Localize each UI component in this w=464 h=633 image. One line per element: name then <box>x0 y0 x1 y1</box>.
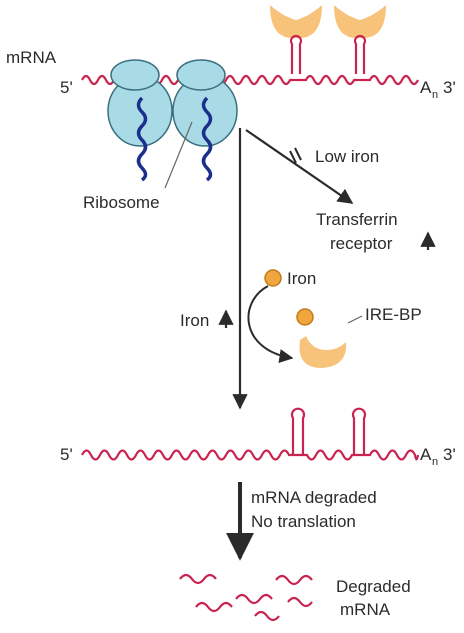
iron-label: Iron <box>287 269 316 288</box>
ire-bp-label: IRE-BP <box>365 305 422 324</box>
degraded-mrna-fragments <box>179 573 313 622</box>
low-iron-label: Low iron <box>315 147 379 166</box>
bound-ire-bp-1 <box>270 5 322 39</box>
iron-binding-arrow <box>247 285 294 363</box>
ire-bp-pointer <box>347 315 363 324</box>
bottom-mrna-strand <box>81 449 420 461</box>
an-top-label: A <box>420 78 432 97</box>
ribosome-1 <box>107 59 173 182</box>
an-bottom-subscript: n <box>432 456 438 468</box>
top-stem-loop-1 <box>289 34 303 74</box>
three-prime-top-label: 3' <box>443 78 456 97</box>
low-iron-arrow <box>245 129 354 204</box>
free-ire-bp <box>296 308 347 368</box>
receptor-label: receptor <box>330 234 393 253</box>
top-stem-loop-2 <box>353 34 367 74</box>
five-prime-top-label: 5' <box>60 78 73 97</box>
ribosome-label: Ribosome <box>83 193 160 212</box>
mrna-label: mRNA <box>6 48 57 67</box>
mrna-degraded-label: mRNA degraded <box>251 488 377 507</box>
an-bottom-label: A <box>420 445 432 464</box>
bottom-stem-loop-2 <box>351 407 367 455</box>
transferrin-label: Transferrin <box>316 210 398 229</box>
low-iron-block-mark-1 <box>289 150 297 164</box>
iron-up-label: Iron <box>180 311 209 330</box>
bottom-stem-loop-1 <box>290 407 306 455</box>
low-iron-block-mark-2 <box>294 147 302 161</box>
ribosome-pointer <box>164 121 193 189</box>
an-top-subscript: n <box>432 89 438 101</box>
bottom-mrna <box>81 449 420 461</box>
degraded-mrna-label: mRNA <box>340 600 391 619</box>
degraded-label: Degraded <box>336 577 411 596</box>
no-translation-label: No translation <box>251 512 356 531</box>
iron-atom <box>264 269 282 287</box>
bound-ire-bp-2 <box>334 5 386 39</box>
three-prime-bottom-label: 3' <box>443 445 456 464</box>
five-prime-bottom-label: 5' <box>60 445 73 464</box>
